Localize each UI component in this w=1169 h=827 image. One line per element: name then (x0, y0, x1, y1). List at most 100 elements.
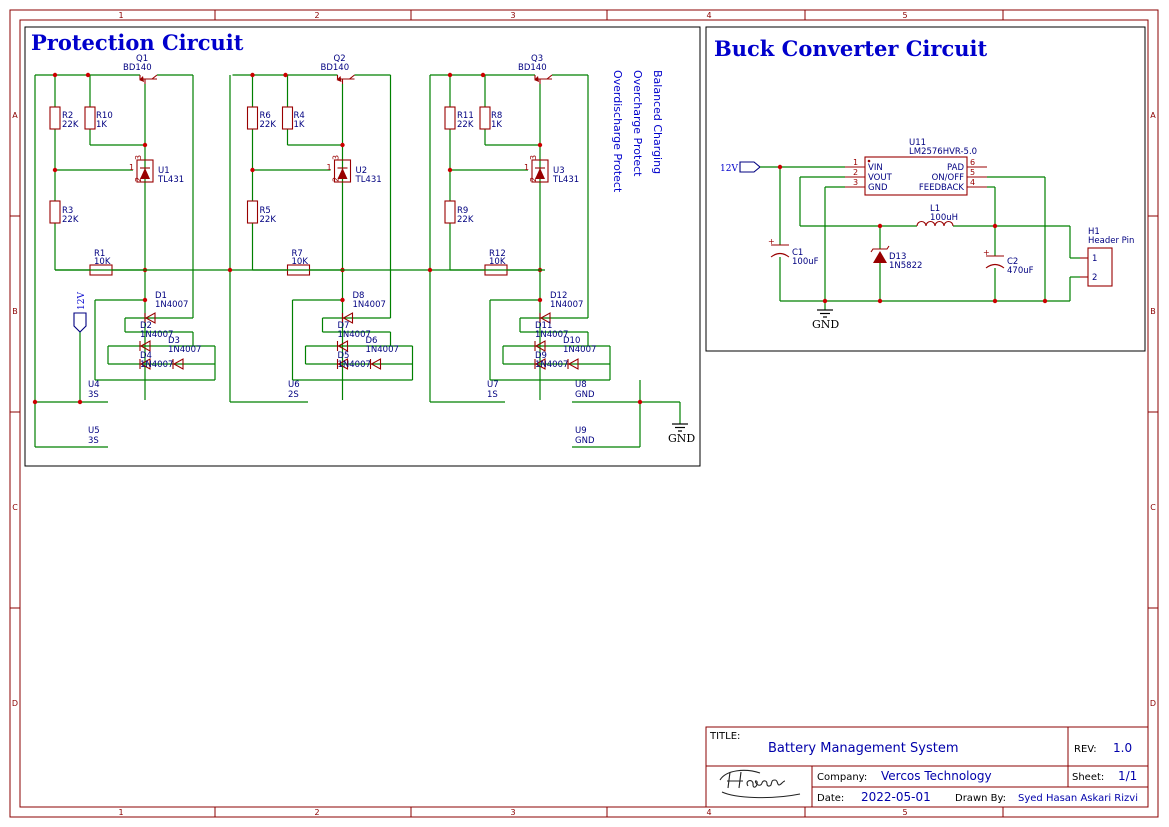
c2-ref: C2 (1007, 257, 1018, 267)
tl431-ref: U3 (553, 166, 565, 176)
protection-stages: 123Q1BD140R222KR101KR322KR110KU1TL431D11… (35, 54, 611, 400)
buck-inductor-l1: L1 100uH (916, 204, 958, 227)
u11-pin4-name: FEEDBACK (919, 183, 965, 193)
col-label-bottom-5: 5 (902, 808, 907, 817)
note-overdischarge-protect: Overdischarge Protect (611, 70, 624, 193)
q-ref: Q3 (531, 54, 543, 64)
row-label-right-c: C (1150, 503, 1156, 512)
diode-a-value: 1N4007 (353, 300, 386, 310)
row-label-left-a: A (12, 111, 18, 120)
l1-ref: L1 (930, 204, 940, 214)
diode-d-value: 1N4007 (535, 360, 568, 370)
title-label: TITLE: (709, 731, 740, 742)
col-label-top-3: 3 (510, 11, 515, 20)
h1-pin1: 1 (1092, 254, 1097, 264)
diode-a-ref: D8 (353, 291, 365, 301)
tl431-value: TL431 (157, 175, 184, 185)
protection-title: Protection Circuit (31, 30, 244, 55)
u-pin-1: 1 (327, 163, 332, 172)
conn-u6-val: 2S (288, 390, 299, 400)
col-label-bottom-3: 3 (510, 808, 515, 817)
buck-cap-c2: + C2 470uF (983, 248, 1034, 276)
r-top-b-ref: R10 (96, 111, 113, 121)
buck-ground-symbol: GND (812, 309, 839, 331)
protection-stage-2: 123Q2BD140R622KR41KR522KR710KU2TL431D81N… (232, 54, 414, 400)
u11-body (864, 156, 968, 196)
u-pin-3: 3 (332, 155, 341, 160)
title-block: TITLE: Battery Management System REV: 1.… (705, 726, 1149, 808)
note-overcharge-protect: Overcharge Protect (631, 70, 644, 177)
note-balanced-charging: Balanced Charging (651, 70, 664, 174)
u11-pin6-name: PAD (947, 163, 964, 173)
col-label-bottom-4: 4 (706, 808, 711, 817)
diode-c-value: 1N4007 (366, 345, 399, 355)
protection-stage-1: 123Q1BD140R222KR101KR322KR110KU1TL431D11… (35, 54, 216, 400)
tl431-ref: U1 (158, 166, 170, 176)
company-value: Vercos Technology (881, 769, 992, 783)
buck-wiring (760, 164, 1080, 310)
c1-ref: C1 (792, 248, 803, 258)
row-label-left-b: B (12, 307, 18, 316)
r-top-b-value: 1K (294, 120, 305, 130)
row-label-right-b: B (1150, 307, 1156, 316)
col-label-top-5: 5 (902, 11, 907, 20)
q-ref: Q1 (136, 54, 148, 64)
diode-d-ref: D4 (140, 351, 152, 361)
h1-body (1087, 247, 1113, 287)
d13-ref: D13 (889, 252, 906, 262)
buck-header-h1: H1 Header Pin 1 2 (1080, 227, 1134, 287)
col-label-top-4: 4 (706, 11, 711, 20)
protection-connectors: U4 3S U6 2S U7 1S U5 3S U8 GND U9 GND (88, 380, 595, 446)
u-pin-2: 2 (529, 177, 538, 182)
h1-pin2: 2 (1092, 273, 1097, 283)
r-h-ref: R1 (94, 249, 105, 259)
col-label-bottom-2: 2 (314, 808, 319, 817)
u-pin-2: 2 (332, 177, 341, 182)
buck-diode-d13: D13 1N5822 (870, 245, 922, 271)
u-pin-1: 1 (129, 163, 134, 172)
protection-box (24, 26, 701, 467)
diode-b-ref: D11 (535, 321, 552, 331)
q-value: BD140 (321, 63, 350, 73)
diode-d-value: 1N4007 (338, 360, 371, 370)
u11-pin1-name: VIN (868, 163, 883, 173)
r-mid-ref: R5 (260, 206, 271, 216)
signature-image (719, 769, 801, 799)
diode-b-value: 1N4007 (140, 330, 173, 340)
row-label-left-c: C (12, 503, 18, 512)
u11-pin2-num: 2 (853, 168, 858, 177)
col-label-top-1: 1 (118, 11, 123, 20)
conn-u8-val: GND (575, 390, 595, 400)
r-top-a-value: 22K (260, 120, 277, 130)
diode-d-ref: D9 (535, 351, 547, 361)
col-label-bottom-1: 1 (118, 808, 123, 817)
q-ref: Q2 (334, 54, 346, 64)
conn-u4-val: 3S (88, 390, 99, 400)
u11-ref: U11 (909, 138, 926, 148)
date-value: 2022-05-01 (861, 790, 931, 804)
diode-b-ref: D7 (338, 321, 350, 331)
r-top-b-ref: R8 (491, 111, 502, 121)
diode-d-ref: D5 (338, 351, 350, 361)
r-top-a-ref: R11 (457, 111, 474, 121)
conn-u5-val: 3S (88, 436, 99, 446)
r-h-value: 10K (94, 257, 111, 267)
r-mid-ref: R9 (457, 206, 468, 216)
r-top-a-ref: R2 (62, 111, 73, 121)
diode-a-ref: D1 (155, 291, 167, 301)
conn-u5-ref: U5 (88, 426, 100, 436)
conn-u7-ref: U7 (487, 380, 499, 390)
r-top-a-ref: R6 (260, 111, 271, 121)
diode-c-ref: D6 (366, 336, 378, 346)
d13-value: 1N5822 (889, 261, 922, 271)
conn-u6-ref: U6 (288, 380, 300, 390)
diode-a-value: 1N4007 (550, 300, 583, 310)
h1-value: Header Pin (1088, 236, 1134, 246)
q-value: BD140 (518, 63, 547, 73)
diode-a-ref: D12 (550, 291, 567, 301)
diode-b-ref: D2 (140, 321, 152, 331)
buck-converter-circuit: Buck Converter Circuit U11 LM2576HVR-5.0… (705, 26, 1146, 352)
protection-12v-flag: 12V (73, 292, 87, 333)
row-label-right-a: A (1150, 111, 1156, 120)
r-top-b-value: 1K (96, 120, 107, 130)
